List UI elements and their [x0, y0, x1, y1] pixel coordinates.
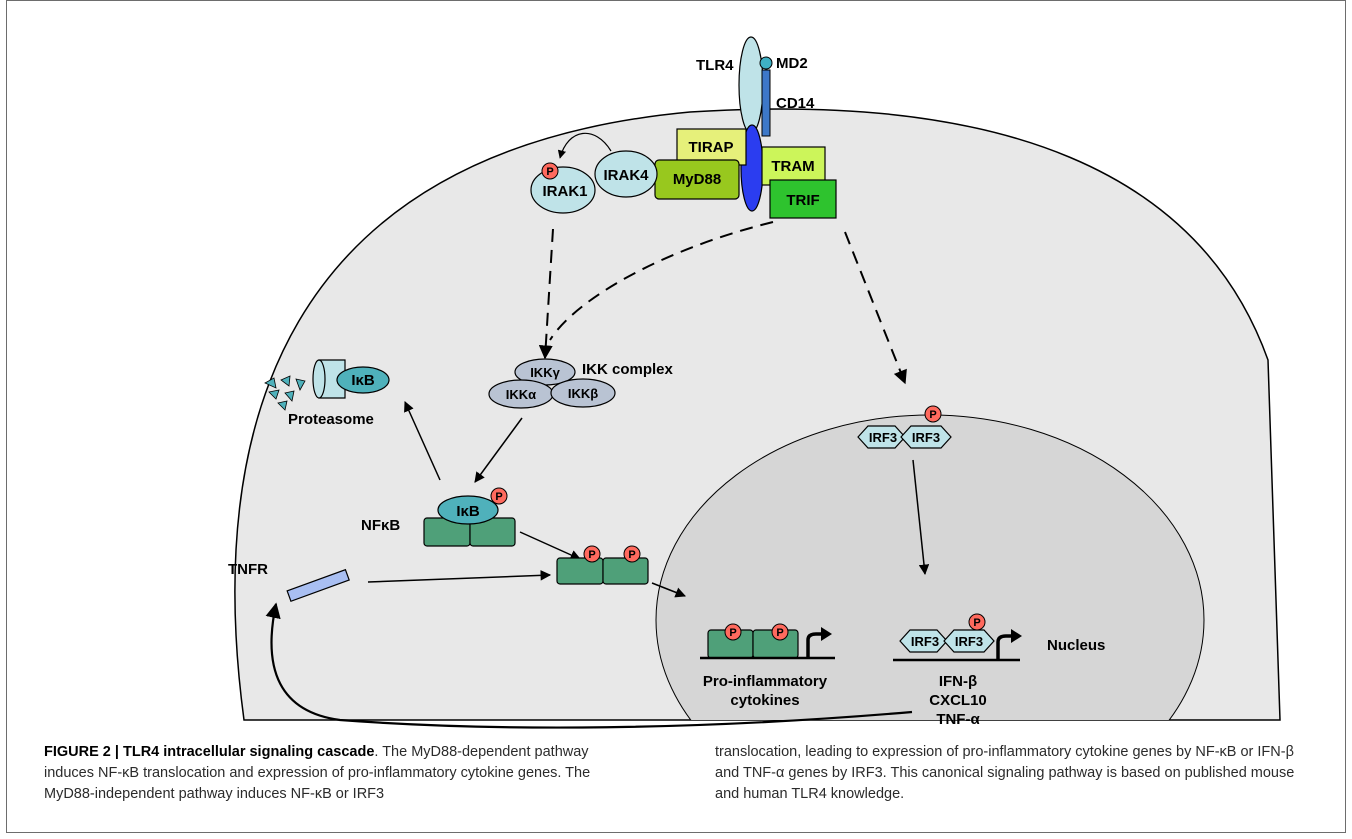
tnf-feedback-arrow	[265, 602, 913, 729]
pro-inflammatory-label-1: Pro-inflammatory	[703, 673, 828, 690]
free-nfkb-phospho-2	[623, 545, 641, 563]
irf3-nuc-right	[943, 629, 995, 653]
ikk-complex-label: IKK complex	[582, 361, 674, 378]
tram-box	[761, 146, 826, 186]
irf3-cyto-right	[900, 425, 952, 449]
nuclear-nfkb-phospho-2-label: P	[776, 627, 783, 639]
irak1-label: IRAK1	[542, 183, 587, 200]
ikk-beta-label: IKKβ	[568, 386, 598, 401]
proteasome-rim	[312, 359, 326, 399]
free-nfkb-phospho-1	[583, 545, 601, 563]
ikb-bound	[437, 495, 499, 525]
proteasome-fragments	[264, 375, 306, 411]
ikk-to-nfkb-arrow	[474, 417, 523, 483]
irf3-nuc-right-label: IRF3	[955, 634, 983, 649]
caption-left-text: . The MyD88-dependent pathway induces NF…	[44, 744, 591, 802]
irak1-phospho-badge	[541, 162, 559, 180]
ifn-beta-label: IFN-β	[939, 673, 977, 690]
ikk-gamma-label: IKKγ	[530, 365, 560, 380]
ikb-bound-label: IκB	[456, 503, 480, 520]
tnfr-receptor	[286, 568, 350, 603]
irf3-nuc-phospho-label: P	[973, 617, 980, 629]
irf3-cyto-right-label: IRF3	[912, 430, 940, 445]
free-nfkb-left	[556, 557, 604, 585]
nfkb-transcription-arrowhead	[821, 627, 832, 641]
cxcl10-label: CXCL10	[929, 692, 987, 709]
tlr4-signaling-diagram: Nucleus TLR4 MD2 CD14 TIRAP MyD88 TRAM T…	[228, 36, 1281, 729]
irf3-transcription-arrow	[996, 634, 1012, 659]
tirap-box	[676, 128, 747, 166]
ikb-proteasome-label: IκB	[351, 372, 375, 389]
cd14-receptor	[761, 69, 771, 137]
nfkb-label: NFκB	[361, 517, 400, 534]
irf3-nuc-left-label: IRF3	[911, 634, 939, 649]
free-nfkb-phospho-2-label: P	[628, 549, 635, 561]
ikb-phospho-badge	[490, 487, 508, 505]
ikk-beta	[550, 378, 616, 408]
ikb-in-proteasome	[336, 366, 390, 394]
nuclear-nfkb-phospho-1	[724, 623, 742, 641]
pro-inflammatory-label-2: cytokines	[730, 692, 799, 709]
irf3-cyto-left-label: IRF3	[869, 430, 897, 445]
irf3-transcription-arrowhead	[1011, 629, 1022, 643]
tlr4-receptor	[738, 36, 764, 134]
trif-label: TRIF	[786, 192, 819, 209]
trif-to-irf3-arrow	[844, 231, 907, 385]
free-nfkb-right	[602, 557, 649, 585]
nfkb-to-free-arrow	[519, 531, 581, 560]
caption-title: FIGURE 2 | TLR4 intracellular signaling …	[44, 744, 375, 760]
ikb-phospho-label: P	[495, 491, 502, 503]
irak4	[594, 150, 658, 198]
ikk-alpha-label: IKKα	[506, 387, 536, 402]
irf3-cyto-phospho	[924, 405, 942, 423]
trif-to-ikk-arrow	[549, 221, 774, 341]
tram-label: TRAM	[771, 158, 814, 175]
myd88-path-arrow	[538, 228, 554, 360]
nuclear-nfkb-phospho-1-label: P	[729, 627, 736, 639]
nfkb-to-proteasome-arrow	[404, 401, 441, 481]
tnfr-to-nfkb-arrow	[367, 570, 552, 583]
irak4-to-irak1-arrow	[557, 132, 612, 159]
tlr4-label: TLR4	[696, 57, 734, 74]
cd14-label: CD14	[776, 95, 815, 112]
caption-right: translocation, leading to expression of …	[715, 742, 1305, 805]
free-nfkb-phospho-1-label: P	[588, 549, 595, 561]
free-nfkb-to-nucleus-arrow	[651, 582, 686, 598]
tnfr-label: TNFR	[228, 561, 268, 578]
nfkb-transcription-arrow	[806, 632, 822, 657]
proteasome-label: Proteasome	[288, 411, 374, 428]
nucleus-label: Nucleus	[1047, 637, 1105, 654]
tirap-label: TIRAP	[689, 139, 734, 156]
tnf-alpha-label: TNF-α	[936, 711, 980, 728]
irf3-nuc-phospho	[968, 613, 986, 631]
trif-box	[769, 179, 837, 219]
myd88-label: MyD88	[673, 171, 721, 188]
nuclear-nfkb-phospho-2	[771, 623, 789, 641]
irf3-cyto-phospho-label: P	[929, 409, 936, 421]
irf3-to-nucleus-arrow	[912, 459, 930, 576]
irak1-phospho-label: P	[546, 166, 553, 178]
md2	[759, 56, 773, 70]
caption-left: FIGURE 2 | TLR4 intracellular signaling …	[44, 742, 634, 805]
md2-label: MD2	[776, 55, 808, 72]
irak4-label: IRAK4	[603, 167, 649, 184]
caption-right-text: translocation, leading to expression of …	[715, 744, 1295, 802]
